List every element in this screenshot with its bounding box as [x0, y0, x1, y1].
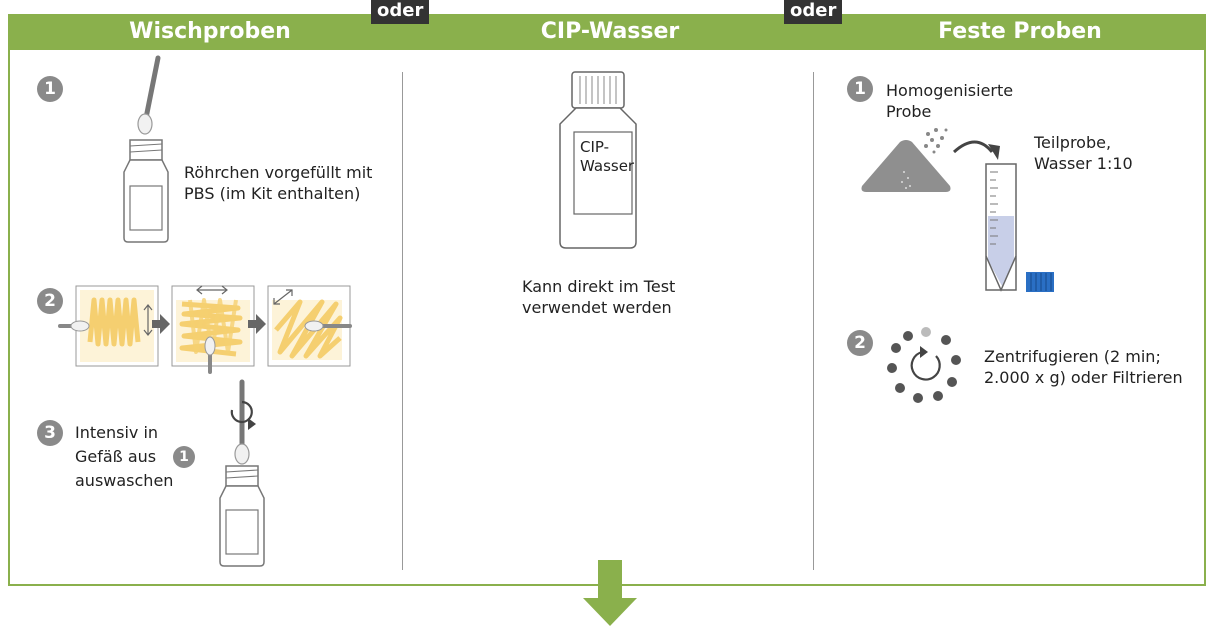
centrifuge-icon [887, 327, 961, 403]
step-badge-2: 2 [37, 288, 63, 314]
sample-tube-icon [219, 465, 265, 567]
curved-arrow-icon [952, 140, 1000, 160]
arrow-right-icon [248, 314, 266, 334]
step-badge-1: 1 [37, 76, 63, 102]
column-title-wischproben: Wischproben [129, 19, 291, 44]
powder-pile-icon [861, 128, 951, 192]
header-bar [8, 14, 1206, 50]
column-title-cip-wasser: CIP-Wasser [540, 19, 680, 44]
step-badge-2: 2 [847, 330, 873, 356]
cip-bottle-label: CIP-Wasser [580, 138, 635, 175]
swab-pattern-horizontal-icon [171, 285, 255, 374]
step3-line-b: Gefäß aus [75, 447, 157, 466]
step3-line-c: auswaschen [75, 471, 174, 490]
step-badge-3: 3 [37, 420, 63, 446]
step1-description: Röhrchen vorgefüllt mit PBS (im Kit enth… [184, 163, 373, 203]
oder-label-1: oder [371, 0, 430, 24]
arrow-down-icon [583, 560, 637, 626]
arrow-right-icon [152, 314, 170, 334]
column-divider-1 [402, 72, 403, 570]
cip-description: Kann direkt im Test verwendet werden [522, 277, 676, 317]
centrifuge-tube-icon [985, 163, 1017, 292]
step3-reference-badge: 1 [173, 446, 195, 468]
subsample-label: Teilprobe, Wasser 1:10 [1034, 133, 1133, 173]
step3-line-a: Intensiv in [75, 423, 159, 442]
swab-pattern-diagonal-icon [267, 285, 352, 367]
homogenized-sample-label: Homogenisierte Probe [886, 81, 1014, 121]
swab-rotate-icon [230, 379, 256, 465]
column-title-feste-proben: Feste Proben [938, 19, 1102, 44]
column-divider-2 [813, 72, 814, 570]
cip-bottle-icon [559, 71, 637, 249]
sample-tube-icon [123, 139, 169, 243]
oder-label-2: oder [784, 0, 843, 24]
tube-cap-icon [1026, 272, 1054, 292]
swab-icon [137, 55, 161, 135]
step-badge-1: 1 [847, 76, 873, 102]
centrifuge-description: Zentrifugieren (2 min; 2.000 x g) oder F… [984, 347, 1183, 387]
